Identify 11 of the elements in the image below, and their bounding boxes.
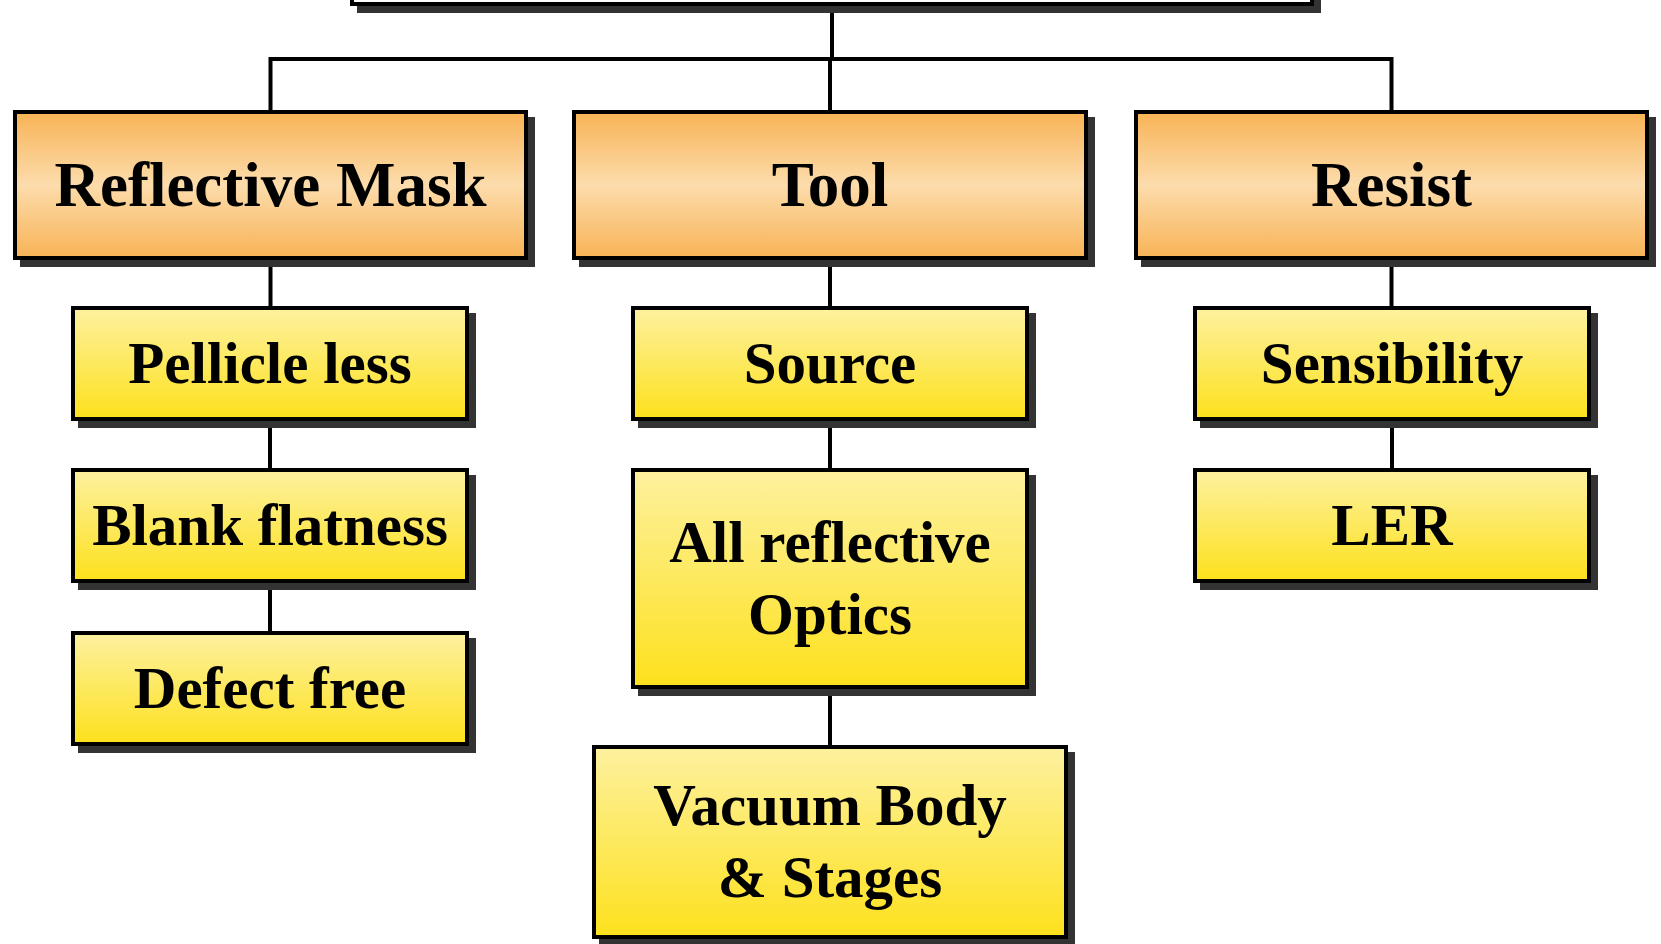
node-label: Vacuum Body & Stages [652, 771, 1008, 912]
node-label: Blank flatness [91, 490, 449, 560]
node-label: Pellicle less [127, 328, 413, 398]
node-label: Defect free [132, 653, 408, 723]
node-label: Reflective Mask [53, 148, 488, 222]
node-label: Source [742, 328, 918, 398]
node-label: Sensibility [1259, 328, 1525, 398]
node-label: Tool [770, 148, 890, 222]
node-label: Resist [1310, 148, 1473, 222]
node-label: LER [1330, 490, 1454, 560]
node-label: All reflective Optics [668, 507, 992, 649]
